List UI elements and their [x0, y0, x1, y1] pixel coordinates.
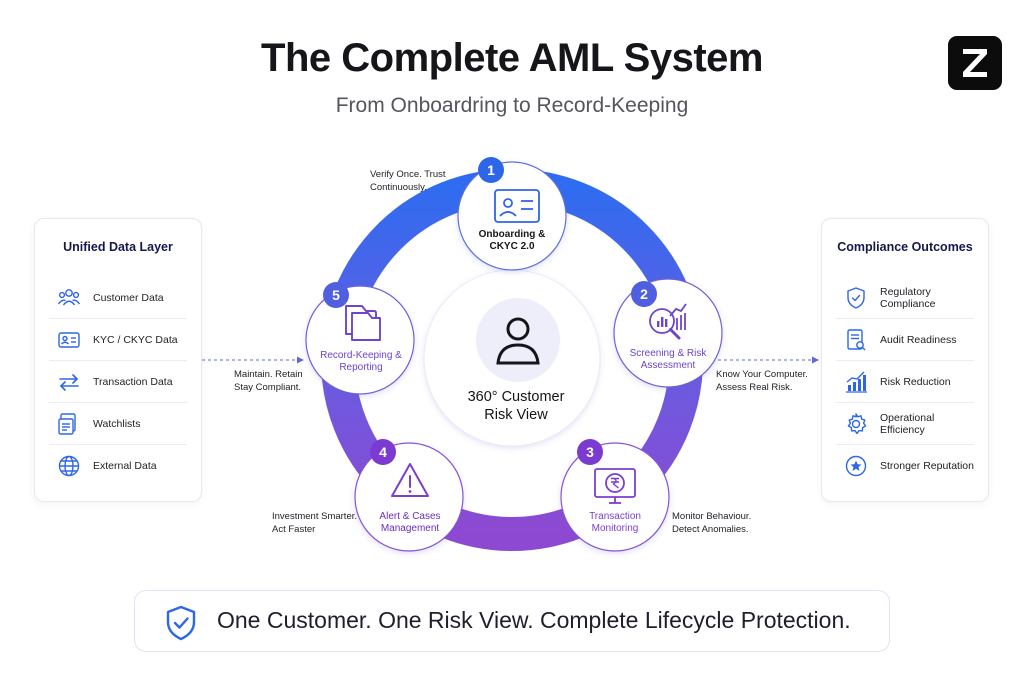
step-number: 2: [640, 286, 648, 302]
list-item-label: Risk Reduction: [880, 375, 951, 388]
center-label: 360° Customer Risk View: [467, 389, 565, 423]
step-number: 1: [487, 162, 495, 178]
unified-data-layer-panel: Unified Data Layer Customer Data KYC / C…: [34, 218, 202, 502]
step-3-node: [560, 442, 670, 552]
monitor-rupee-icon: [594, 468, 636, 504]
compliance-outcomes-panel: Compliance Outcomes Regulatory Complianc…: [821, 218, 989, 502]
page-title: The Complete AML System: [261, 36, 763, 80]
list-item-label: Customer Data: [93, 291, 164, 304]
step-number: 3: [586, 444, 594, 460]
step-4-node: [354, 442, 464, 552]
input-connector-arrow: [202, 356, 304, 364]
shield-check-icon: [836, 285, 876, 311]
list-item: External Data: [49, 445, 187, 487]
panel-title: Compliance Outcomes: [837, 240, 973, 254]
user-icon: [496, 317, 540, 365]
warning-triangle-icon: [391, 463, 429, 497]
step-4-label: Alert & Cases Management: [379, 511, 441, 534]
step-1-node: [457, 161, 567, 271]
list-item-label: Regulatory Compliance: [880, 285, 936, 310]
step-5-label: Record-Keeping & Reporting: [320, 350, 402, 373]
list-item-label: Audit Readiness: [880, 333, 957, 346]
list-item-label: Watchlists: [93, 417, 141, 430]
tagline-banner: One Customer. One Risk View. Complete Li…: [134, 590, 890, 652]
transfer-arrows-icon: [49, 369, 89, 395]
z-logo-icon: [948, 36, 1002, 90]
list-item: Audit Readiness: [836, 319, 974, 361]
step-badge: [323, 282, 349, 308]
step-number: 5: [332, 287, 340, 303]
gear-icon: [836, 411, 876, 437]
step-2-label: Screening & Risk Assessment: [629, 348, 707, 371]
step-badge: [631, 281, 657, 307]
list-item-label: Transaction Data: [93, 375, 173, 388]
page-subtitle: From Onboardring to Record-Keeping: [335, 94, 689, 117]
step-2-callout: Know Your Computer. Assess Real Risk.: [716, 369, 808, 393]
list-item: Regulatory Compliance: [836, 277, 974, 319]
list-item: Customer Data: [49, 277, 187, 319]
list-item: Stronger Reputation: [836, 445, 974, 487]
panel-title: Unified Data Layer: [63, 240, 173, 254]
list-item: Transaction Data: [49, 361, 187, 403]
id-card-icon: [49, 327, 89, 353]
list-item-label: KYC / CKYC Data: [93, 333, 178, 346]
list-item-label: Stronger Reputation: [880, 460, 974, 472]
shield-check-icon: [166, 605, 196, 641]
list-item: Operational Efficiency: [836, 403, 974, 445]
id-card-icon: [494, 189, 540, 223]
step-1-label: Onboarding & CKYC 2.0: [478, 229, 546, 252]
audit-document-icon: [836, 327, 876, 353]
tagline-text: One Customer. One Risk View. Complete Li…: [217, 607, 851, 633]
users-icon: [49, 285, 89, 311]
star-badge-icon: [836, 453, 876, 479]
list-item: Watchlists: [49, 403, 187, 445]
list-item-label: Operational Efficiency: [880, 411, 935, 436]
output-connector-arrow: [718, 356, 819, 364]
step-badge: [478, 157, 504, 183]
step-5-node: [305, 285, 415, 395]
center-risk-view: [423, 269, 601, 447]
step-4-callout: Investment Smarter. Act Faster: [272, 511, 358, 535]
bar-chart-icon: [836, 369, 876, 395]
step-3-callout: Monitor Behaviour. Detect Anomalies.: [672, 511, 752, 535]
list-item-label: External Data: [93, 460, 157, 472]
document-list-icon: [49, 411, 89, 437]
folder-icon: [345, 305, 381, 341]
step-5-callout: Maintain. Retain Stay Compliant.: [234, 369, 303, 393]
list-item: KYC / CKYC Data: [49, 319, 187, 361]
list-item: Risk Reduction: [836, 361, 974, 403]
step-badge: [577, 439, 603, 465]
search-analytics-icon: [649, 303, 687, 340]
step-number: 4: [379, 444, 387, 460]
step-3-label: Transaction Monitoring: [589, 511, 641, 534]
globe-icon: [49, 453, 89, 479]
step-1-callout: Verify Once. Trust Continuously.: [370, 169, 446, 193]
step-badge: [370, 439, 396, 465]
